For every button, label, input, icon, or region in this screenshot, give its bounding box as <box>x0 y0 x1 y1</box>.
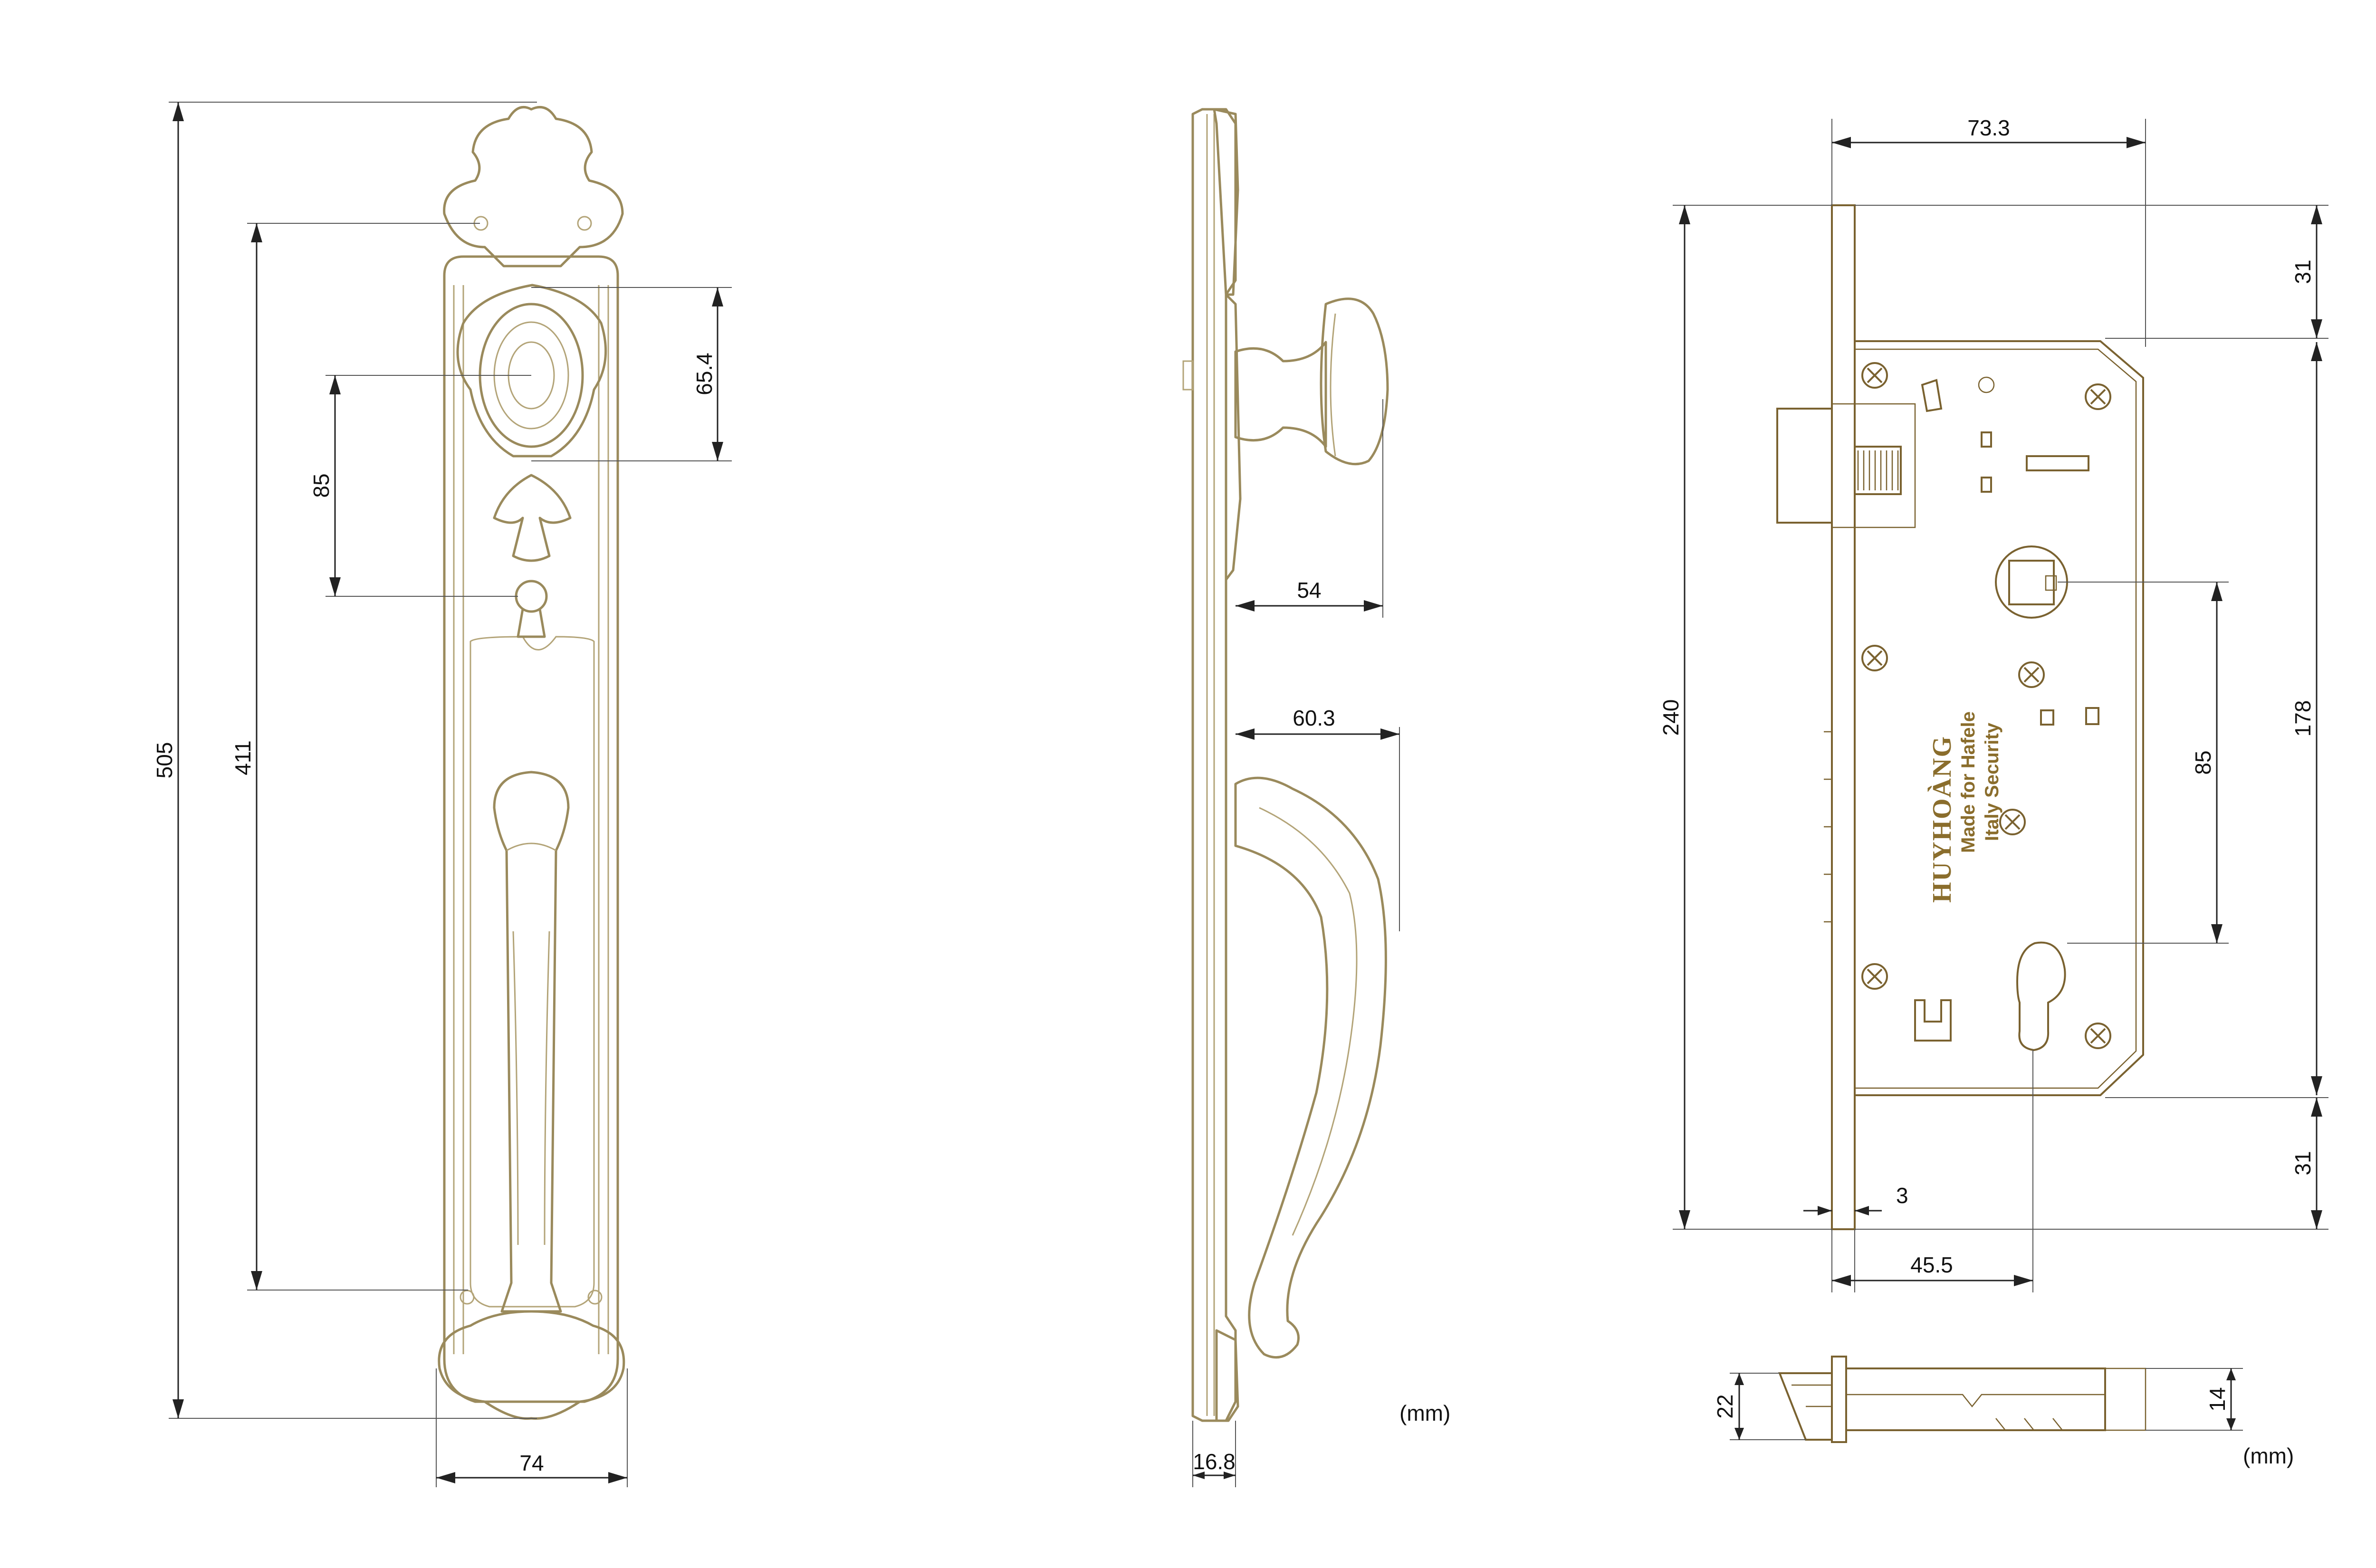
dim-knob-to-keyhole: 85 <box>309 375 531 597</box>
dim-plate-width: 74 <box>436 1368 628 1487</box>
dim-overall-height-label: 505 <box>152 742 177 779</box>
screw-icon <box>2018 661 2045 688</box>
side-view-unit: (mm) <box>1399 1401 1450 1425</box>
dim-case-height-label: 178 <box>2290 700 2315 737</box>
cylinder-hole <box>2016 941 2066 1052</box>
brand-name: HUYHOÀNG <box>1927 736 1957 903</box>
dim-overall-height: 505 <box>152 102 537 1419</box>
bow-ornament <box>493 474 572 562</box>
backplate <box>443 255 619 1403</box>
dim-faceplate-thickness: 3 <box>1803 1183 1908 1292</box>
side-handle <box>1234 776 1387 1359</box>
front-view: 505 411 85 65.4 74 <box>152 102 732 1487</box>
dim-cylinder-backset-label: 45.5 <box>1910 1252 1953 1277</box>
side-knob <box>1234 297 1389 466</box>
screw-icon <box>1861 362 1888 389</box>
dim-top-offset: 31 <box>1855 205 2328 339</box>
dim-plate-thickness-label: 16.8 <box>1193 1449 1236 1474</box>
screw-icon <box>2085 1023 2111 1049</box>
dim-center-distance-label: 85 <box>2191 750 2215 774</box>
screw-icon <box>2085 383 2111 410</box>
top-crest-ornament <box>443 106 624 268</box>
dim-knob-height: 65.4 <box>531 287 732 461</box>
dim-bottom-offset-label: 31 <box>2290 1151 2315 1175</box>
dim-bolt-height-label: 14 <box>2205 1387 2230 1411</box>
dim-faceplate-thickness-label: 3 <box>1896 1183 1908 1208</box>
screw-icon <box>1861 963 1888 990</box>
dim-backset-label: 73.3 <box>1967 115 2010 140</box>
dim-case-height: 178 <box>2290 342 2322 1095</box>
dim-handle-projection: 60.3 <box>1236 706 1400 931</box>
lock-case <box>1854 340 2144 1096</box>
dim-faceplate-height-label: 240 <box>1658 699 1683 736</box>
dim-faceplate-height: 240 <box>1658 205 1832 1230</box>
lock-screws <box>1861 362 2111 1049</box>
latch-top-view: 22 14 (mm) <box>1713 1356 2294 1468</box>
door-handle <box>493 771 570 1313</box>
latch-bolt <box>1776 403 1916 528</box>
dim-knob-projection: 54 <box>1236 399 1383 618</box>
screw-icon <box>1999 809 2026 835</box>
lock-body-view: HUYHOÀNG Made for Hafele Italy Security … <box>1658 115 2328 1292</box>
dim-fixing-centers: 411 <box>230 223 480 1291</box>
dim-fixing-centers-label: 411 <box>230 740 255 775</box>
dim-center-distance: 85 <box>2058 582 2229 944</box>
side-view: 54 60.3 16.8 (mm) <box>1182 108 1450 1487</box>
screw-icon <box>1861 645 1888 671</box>
dim-top-offset-label: 31 <box>2290 259 2315 284</box>
dim-cylinder-backset: 45.5 <box>1832 1050 2033 1292</box>
brand-tagline-1: Made for Hafele <box>1958 711 1979 853</box>
keyhole <box>515 580 548 638</box>
dim-latch-height-label: 22 <box>1713 1394 1737 1418</box>
dim-bottom-offset: 31 <box>1855 1097 2328 1230</box>
knob-rosette <box>456 284 607 458</box>
dim-knob-to-keyhole-label: 85 <box>309 473 334 497</box>
internal-parts <box>1914 376 2099 1042</box>
dim-backset: 73.3 <box>1831 115 2146 347</box>
dim-knob-projection-label: 54 <box>1297 578 1321 602</box>
dim-handle-projection-label: 60.3 <box>1293 706 1335 730</box>
dim-bolt-height: 14 <box>2146 1368 2243 1431</box>
faceplate <box>1824 204 1856 1230</box>
dim-latch-height: 22 <box>1713 1373 1806 1440</box>
side-backplate <box>1182 108 1242 1422</box>
dim-plate-width-label: 74 <box>519 1451 544 1475</box>
dim-plate-thickness: 16.8 <box>1192 1421 1236 1487</box>
latch-view-unit: (mm) <box>2243 1444 2294 1468</box>
follower-spindle <box>1995 545 2068 619</box>
brand-tagline-2: Italy Security <box>1982 722 2002 841</box>
brand-text-block: HUYHOÀNG Made for Hafele Italy Security <box>1927 711 2002 903</box>
dim-knob-height-label: 65.4 <box>692 353 717 395</box>
